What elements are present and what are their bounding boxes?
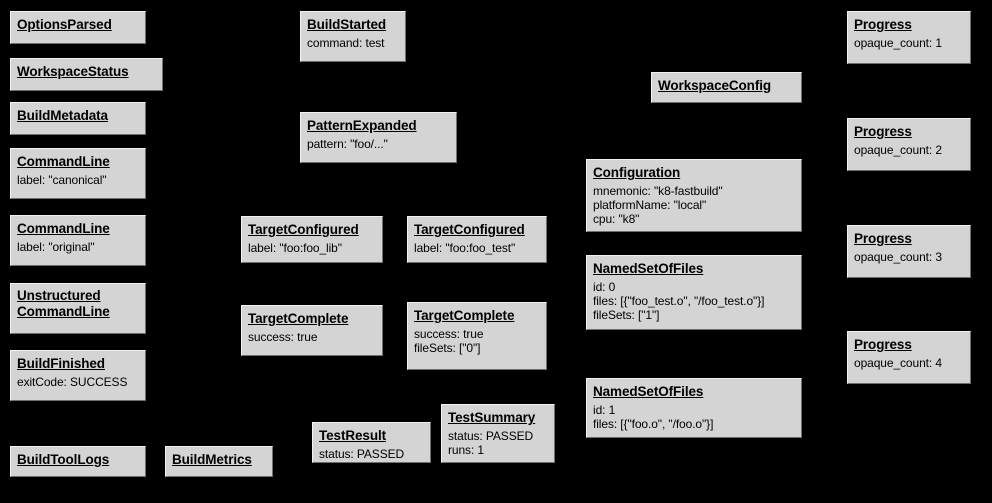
node-fields: opaque_count: 3 <box>854 250 964 264</box>
node-fields: mnemonic: "k8-fastbuild"platformName: "l… <box>593 184 795 226</box>
node-fields: label: "original" <box>17 240 139 254</box>
node-field: files: [{"foo.o", "/foo.o"}] <box>593 417 714 432</box>
node-fields: success: true <box>248 330 376 344</box>
node-field: label: "foo:foo_test" <box>414 240 516 255</box>
node-title: BuildFinished <box>17 356 105 371</box>
node-pattern-expanded[interactable]: PatternExpanded pattern: "foo/..." <box>300 112 457 163</box>
node-title: TargetConfigured <box>248 222 359 237</box>
node-fields: status: PASSED <box>319 447 424 461</box>
node-title: Unstructured CommandLine <box>17 288 110 319</box>
node-field: status: PASSED <box>448 428 534 443</box>
node-build-tool-logs[interactable]: BuildToolLogs <box>10 446 146 477</box>
node-title: BuildStarted <box>307 17 387 32</box>
node-command-line-canonical[interactable]: CommandLine label: "canonical" <box>10 148 146 199</box>
node-build-finished[interactable]: BuildFinished exitCode: SUCCESS <box>10 350 146 401</box>
node-command-line-original[interactable]: CommandLine label: "original" <box>10 215 146 266</box>
node-field: fileSets: ["0"] <box>414 341 481 356</box>
node-field: exitCode: SUCCESS <box>17 374 128 389</box>
node-build-metrics[interactable]: BuildMetrics <box>165 446 273 477</box>
node-field: platformName: "local" <box>593 198 707 213</box>
node-progress-3[interactable]: Progress opaque_count: 3 <box>847 225 971 278</box>
node-field: opaque_count: 4 <box>854 355 942 370</box>
node-title: NamedSetOfFiles <box>593 384 704 399</box>
node-field: id: 0 <box>593 279 616 294</box>
node-title: BuildToolLogs <box>17 452 110 467</box>
node-field: mnemonic: "k8-fastbuild" <box>593 183 723 198</box>
node-fields: label: "foo:foo_lib" <box>248 241 376 255</box>
node-title: WorkspaceConfig <box>658 78 772 93</box>
node-progress-4[interactable]: Progress opaque_count: 4 <box>847 331 971 384</box>
node-progress-2[interactable]: Progress opaque_count: 2 <box>847 118 971 171</box>
node-field: fileSets: ["1"] <box>593 308 660 323</box>
node-title: Progress <box>854 337 912 352</box>
node-fields: label: "canonical" <box>17 173 139 187</box>
node-field: label: "original" <box>17 239 95 254</box>
node-unstructured-command-line[interactable]: Unstructured CommandLine <box>10 283 146 334</box>
node-title: BuildMetrics <box>172 452 252 467</box>
node-field: pattern: "foo/..." <box>307 136 388 151</box>
node-field: label: "foo:foo_lib" <box>248 240 342 255</box>
node-field: label: "canonical" <box>17 172 107 187</box>
node-field: runs: 1 <box>448 443 484 458</box>
node-title: Progress <box>854 231 912 246</box>
node-title: TargetComplete <box>248 311 349 326</box>
node-fields: opaque_count: 4 <box>854 356 964 370</box>
node-title: CommandLine <box>17 221 110 236</box>
node-title: CommandLine <box>17 154 110 169</box>
node-options-parsed[interactable]: OptionsParsed <box>10 11 146 44</box>
node-fields: label: "foo:foo_test" <box>414 241 540 255</box>
node-test-result[interactable]: TestResult status: PASSED <box>312 422 431 463</box>
node-fields: exitCode: SUCCESS <box>17 375 139 389</box>
node-build-metadata[interactable]: BuildMetadata <box>10 102 146 135</box>
node-title: Configuration <box>593 165 681 180</box>
node-title: TargetComplete <box>414 308 515 323</box>
node-field: status: PASSED <box>319 446 405 461</box>
node-title: OptionsParsed <box>17 17 112 32</box>
node-field: opaque_count: 2 <box>854 142 942 157</box>
node-title: Progress <box>854 17 912 32</box>
node-fields: pattern: "foo/..." <box>307 137 450 151</box>
node-configuration[interactable]: Configuration mnemonic: "k8-fastbuild"pla… <box>586 159 802 232</box>
node-title: PatternExpanded <box>307 118 417 133</box>
node-target-configured-foo-lib[interactable]: TargetConfigured label: "foo:foo_lib" <box>241 216 383 263</box>
node-title: NamedSetOfFiles <box>593 261 704 276</box>
node-title: Progress <box>854 124 912 139</box>
node-field: files: [{"foo_test.o", "/foo_test.o"}] <box>593 294 765 309</box>
node-progress-1[interactable]: Progress opaque_count: 1 <box>847 11 971 64</box>
node-field: success: true <box>414 326 484 341</box>
node-build-started[interactable]: BuildStarted command: test <box>300 11 406 62</box>
node-fields: opaque_count: 1 <box>854 36 964 50</box>
node-title: BuildMetadata <box>17 108 108 123</box>
node-fields: opaque_count: 2 <box>854 143 964 157</box>
node-field: opaque_count: 3 <box>854 249 942 264</box>
node-field: opaque_count: 1 <box>854 35 942 50</box>
node-fields: command: test <box>307 36 399 50</box>
node-title: WorkspaceStatus <box>17 64 129 79</box>
node-field: success: true <box>248 329 318 344</box>
node-workspace-config[interactable]: WorkspaceConfig <box>651 72 802 103</box>
node-title: TestResult <box>319 428 387 443</box>
node-field: id: 1 <box>593 402 616 417</box>
node-field: cpu: "k8" <box>593 212 640 227</box>
node-field: command: test <box>307 35 385 50</box>
node-target-configured-foo-test[interactable]: TargetConfigured label: "foo:foo_test" <box>407 216 547 263</box>
node-target-complete-foo-lib[interactable]: TargetComplete success: true <box>241 305 383 356</box>
node-title: TargetConfigured <box>414 222 525 237</box>
node-title: TestSummary <box>448 410 536 425</box>
node-workspace-status[interactable]: WorkspaceStatus <box>10 58 163 91</box>
